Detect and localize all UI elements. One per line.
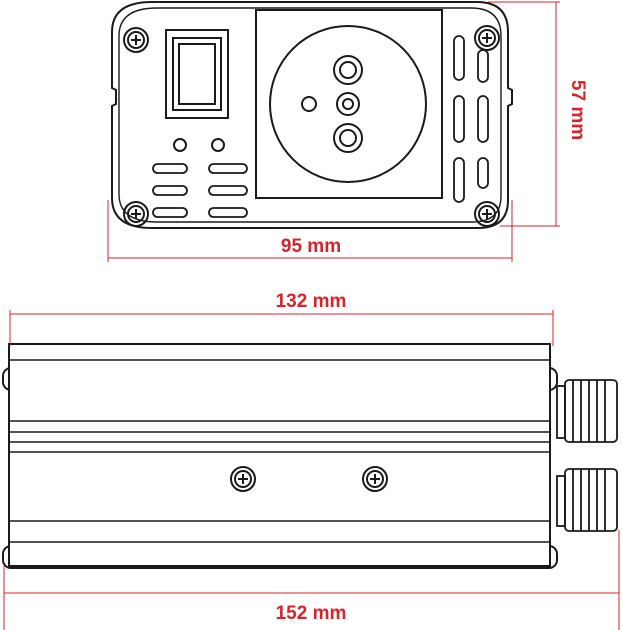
front-height-dimension xyxy=(488,1,560,227)
screw-icon xyxy=(123,201,149,227)
screw-icon xyxy=(474,201,500,227)
rocker-switch-icon xyxy=(165,29,229,119)
front-view xyxy=(111,1,513,229)
cable-gland-top xyxy=(556,379,618,443)
side-body-length-dimension xyxy=(9,310,554,346)
screw-icon xyxy=(123,27,149,53)
front-width-dimension xyxy=(107,200,513,262)
front-left-vents xyxy=(152,163,248,218)
led-indicator-right xyxy=(211,138,225,152)
screw-icon xyxy=(362,466,388,492)
side-total-length-label: 152 mm xyxy=(276,603,347,624)
screw-icon xyxy=(230,466,256,492)
front-height-label: 57 mm xyxy=(567,80,588,140)
side-body xyxy=(8,343,551,567)
side-groove-lines xyxy=(9,359,550,543)
cable-gland-bottom xyxy=(556,468,618,532)
side-view xyxy=(2,343,618,569)
schuko-socket-icon xyxy=(269,25,427,183)
front-housing-inner xyxy=(118,7,502,223)
side-total-length-dimension xyxy=(3,530,620,630)
socket-panel xyxy=(255,9,443,199)
screw-icon xyxy=(474,25,500,51)
front-housing-outline xyxy=(111,1,513,229)
front-width-label: 95 mm xyxy=(281,236,341,257)
led-indicator-left xyxy=(173,138,187,152)
side-body-length-label: 132 mm xyxy=(276,291,347,312)
front-right-vents xyxy=(453,35,489,203)
